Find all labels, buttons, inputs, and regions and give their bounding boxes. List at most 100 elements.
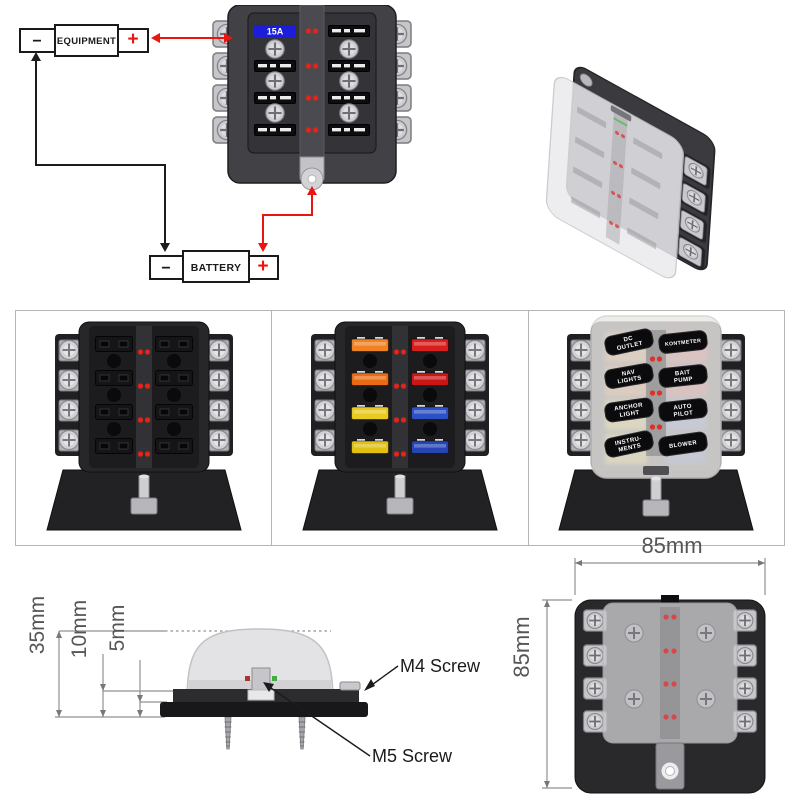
terminal-screw-icon — [570, 428, 593, 452]
blade-fuse — [350, 336, 389, 352]
fuse-contact-hints — [614, 611, 726, 721]
svg-text:INSTRU-MENTS: INSTRU-MENTS — [615, 435, 644, 453]
fuse-box-top-view — [574, 595, 766, 794]
fuse-rating-label: 15A — [267, 27, 284, 37]
m4-screw-head — [339, 681, 361, 691]
terminal-screw-icon — [463, 338, 486, 362]
fuse-box-front-diagram: 15A — [212, 5, 412, 191]
fuse-slot — [94, 335, 133, 352]
battery-minus: − — [161, 260, 170, 277]
svg-text:KONTMETER: KONTMETER — [665, 338, 702, 348]
photo-fuse-box-with-cover: DCOUTLET NAVLIGHTS ANCHORLIGHT INSTRU-ME… — [558, 314, 754, 530]
dimension-lines — [542, 558, 766, 789]
terminal-screw-icon — [570, 338, 593, 362]
gallery-cell-empty — [16, 311, 271, 545]
side-wing — [310, 333, 339, 456]
fuse-box-3d-render — [545, 66, 716, 279]
terminal-screw-icon — [207, 368, 230, 392]
terminal-screw-icon — [57, 338, 80, 362]
side-view-dimension-diagram: 35mm 10mm 5mm M4 Screw M5 Screw — [26, 596, 481, 766]
circuit-label: AUTOPILOT — [658, 397, 708, 422]
fuse-rating-badge — [254, 25, 296, 37]
battery-block: − BATTERY + — [149, 250, 279, 283]
equipment-minus: − — [32, 33, 41, 50]
circuit-label: NAVLIGHTS — [604, 362, 654, 389]
blade-fuse — [350, 438, 389, 454]
led-pairs — [663, 614, 677, 720]
circuit-label: DCOUTLET — [604, 328, 654, 355]
fuse-slot — [94, 437, 133, 454]
terminal-screw-icon — [313, 398, 336, 422]
battery-label: BATTERY — [191, 262, 242, 274]
terminal-screw-icon — [313, 368, 336, 392]
blade-fuse — [410, 404, 449, 420]
cover-latch — [643, 465, 670, 475]
dim-width: 85mm — [641, 533, 702, 558]
circuit-label: BAITPUMP — [658, 363, 708, 388]
terminal-screw-icon — [570, 368, 593, 392]
fuse-slot — [154, 335, 193, 352]
led-strip — [299, 5, 325, 162]
dimension-lines — [55, 630, 331, 718]
blade-fuse — [410, 370, 449, 386]
terminal-screw-icon — [463, 368, 486, 392]
gallery-cell-cover: DCOUTLET NAVLIGHTS ANCHORLIGHT INSTRU-ME… — [527, 311, 784, 545]
m5-screw-label: M5 Screw — [372, 746, 453, 766]
terminal-screw-icon — [57, 398, 80, 422]
terminal-screw-icon — [207, 428, 230, 452]
negative-wire — [35, 58, 166, 246]
svg-text:BAITPUMP: BAITPUMP — [673, 369, 693, 384]
dimension-arrows — [544, 560, 765, 788]
terminal-screw-icon — [720, 338, 743, 362]
photo-fuse-box-empty — [46, 321, 242, 530]
dim-lip-height: 5mm — [106, 605, 129, 652]
base-bar — [160, 702, 368, 717]
svg-text:NAVLIGHTS: NAVLIGHTS — [616, 368, 642, 385]
led-strip — [135, 325, 152, 468]
panel-screws — [624, 623, 716, 709]
equipment-block: − EQUIPMENT + — [19, 24, 149, 57]
fuse-slot — [154, 369, 193, 386]
product-gallery: DCOUTLET NAVLIGHTS ANCHORLIGHT INSTRU-ME… — [15, 310, 785, 546]
svg-text:ANCHORLIGHT: ANCHORLIGHT — [614, 402, 645, 419]
fuse-slot — [94, 403, 133, 420]
side-wing — [204, 333, 233, 456]
photo-fuse-box-with-fuses — [302, 321, 498, 530]
terminal-screw-icon — [313, 338, 336, 362]
svg-text:BLOWER: BLOWER — [669, 440, 698, 450]
m4-screw-label: M4 Screw — [400, 656, 481, 676]
blade-fuse — [410, 438, 449, 454]
status-indicator — [613, 117, 628, 127]
side-wing — [54, 333, 83, 456]
fuse-slot — [94, 369, 133, 386]
wiring-diagram: − EQUIPMENT + − BATTERY + — [19, 24, 317, 283]
terminal-screw-icon — [463, 428, 486, 452]
positive-wire-battery — [262, 190, 313, 246]
arrowhead — [263, 682, 274, 692]
battery-plus: + — [257, 256, 268, 277]
fuse-slot — [154, 437, 193, 454]
led-strip — [391, 325, 408, 468]
dimension-arrows — [56, 631, 143, 717]
fuse-box-side-view — [160, 628, 368, 750]
arrowhead — [307, 186, 317, 195]
led-hints — [609, 130, 626, 229]
terminal-screw-icon — [57, 428, 80, 452]
cover-latch — [610, 105, 632, 122]
terminal-screw-icon — [570, 398, 593, 422]
terminal-column — [675, 152, 711, 270]
arrowhead — [160, 243, 170, 252]
terminal-screw-icon — [720, 368, 743, 392]
dim-total-height: 35mm — [26, 596, 49, 654]
led-strip — [660, 607, 680, 739]
blade-fuse — [350, 370, 389, 386]
cover-interior-hint — [570, 106, 663, 250]
terminal-screw-icon — [720, 428, 743, 452]
terminal-screw-icon — [313, 428, 336, 452]
circuit-label: BLOWER — [658, 431, 708, 456]
top-view-dimension-diagram: 85mm 85mm — [509, 533, 766, 794]
led-dot — [245, 676, 250, 681]
terminal-screw-icon — [720, 398, 743, 422]
dim-depth: 85mm — [509, 616, 534, 677]
